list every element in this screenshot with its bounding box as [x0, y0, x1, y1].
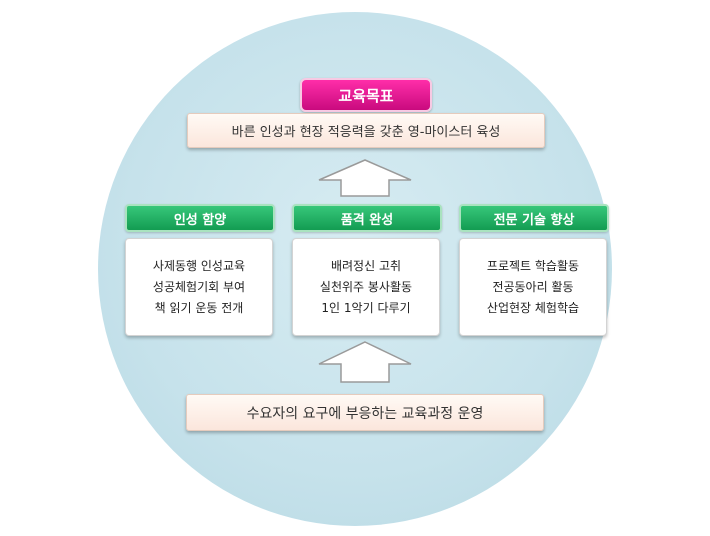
list-item: 사제동행 인성교육: [152, 259, 246, 273]
up-arrow-icon: [318, 159, 412, 197]
column-box-skills: 프로젝트 학습활동 전공동아리 활동 산업현장 체험학습: [459, 238, 607, 336]
column-header-dignity: 품격 완성: [292, 204, 442, 232]
list-item: 실천위주 봉사활동: [319, 280, 413, 294]
list-item: 프로젝트 학습활동: [486, 259, 580, 273]
column-box-dignity: 배려정신 고취 실천위주 봉사활동 1인 1악기 다루기: [292, 238, 440, 336]
list-item: 전공동아리 활동: [492, 280, 574, 294]
base-statement: 수요자의 요구에 부응하는 교육과정 운영: [186, 394, 544, 431]
list-item: 책 읽기 운동 전개: [154, 301, 244, 315]
goal-label: 교육목표: [300, 78, 432, 112]
list-item: 성공체험기회 부여: [152, 280, 246, 294]
list-item: 배려정신 고취: [330, 259, 402, 273]
column-header-character: 인성 함양: [125, 204, 275, 232]
column-header-skills: 전문 기술 향상: [459, 204, 609, 232]
goal-statement: 바른 인성과 현장 적응력을 갖춘 영-마이스터 육성: [187, 113, 545, 148]
list-item: 산업현장 체험학습: [486, 301, 580, 315]
column-box-character: 사제동행 인성교육 성공체험기회 부여 책 읽기 운동 전개: [125, 238, 273, 336]
up-arrow-icon: [318, 341, 412, 383]
list-item: 1인 1악기 다루기: [321, 301, 411, 315]
